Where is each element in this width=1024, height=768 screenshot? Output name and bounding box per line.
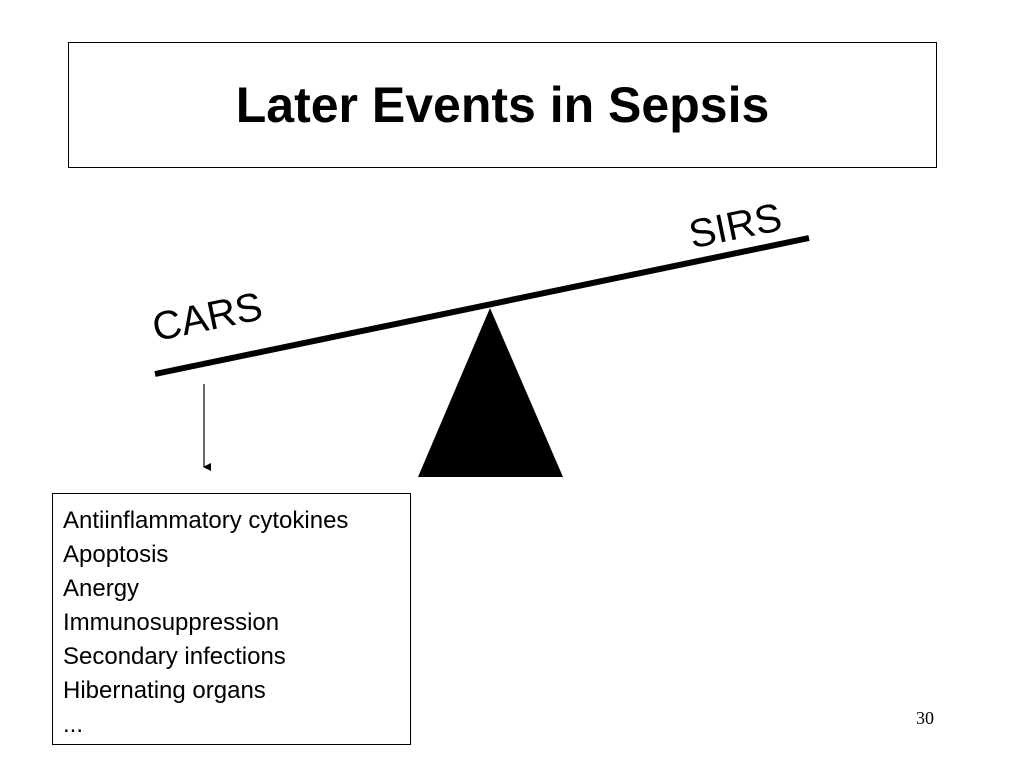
effect-item: Secondary infections <box>63 643 286 670</box>
page-number: 30 <box>916 708 934 728</box>
title-box: Later Events in Sepsis <box>68 42 937 168</box>
effect-item: Immunosuppression <box>63 609 280 636</box>
slide-title: Later Events in Sepsis <box>235 77 770 133</box>
effect-item: Antiinflammatory cytokines <box>63 507 349 534</box>
cars-label: CARS <box>148 284 266 350</box>
effect-item: ... <box>63 711 84 738</box>
effect-item: Apoptosis <box>63 541 169 568</box>
cars-effects-list: Antiinflammatory cytokines Apoptosis Ane… <box>63 504 410 742</box>
seesaw-beam <box>154 235 810 377</box>
fulcrum-triangle <box>418 308 563 477</box>
effect-item: Anergy <box>63 575 140 602</box>
effect-item: Hibernating organs <box>63 677 266 704</box>
cars-effects-box: Antiinflammatory cytokines Apoptosis Ane… <box>52 493 411 745</box>
